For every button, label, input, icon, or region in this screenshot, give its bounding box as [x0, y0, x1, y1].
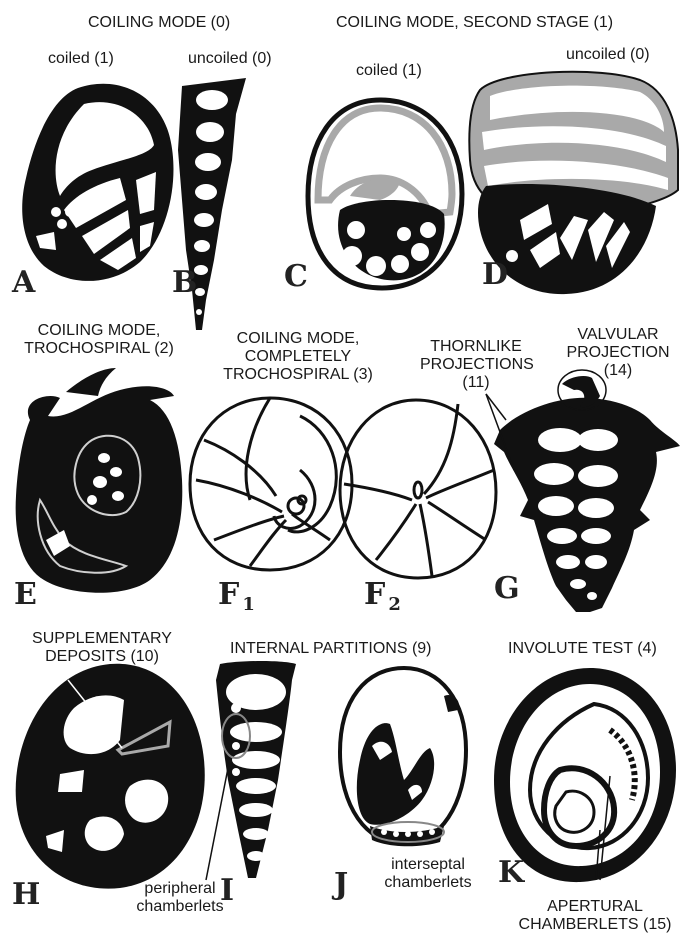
panel-letter-f1-sub: 1: [242, 594, 255, 615]
heading-valvular-line3: (14): [560, 362, 676, 380]
label-coiled-c: coiled (1): [356, 62, 422, 80]
label-uncoiled-b: uncoiled (0): [188, 50, 272, 68]
specimen-e-trochospiral: [16, 368, 183, 593]
heading-involute-test: INVOLUTE TEST (4): [508, 640, 657, 658]
specimen-j-chamberlets: [340, 668, 466, 846]
heading-thornlike-projections: THORNLIKE PROJECTIONS (11): [420, 338, 532, 392]
panel-letter-b: B: [172, 268, 197, 298]
panel-letter-a: A: [12, 268, 35, 298]
heading-complete-line2: COMPLETELY: [218, 348, 378, 366]
callout-interseptal-line2: chamberlets: [370, 874, 486, 892]
heading-coiling-second-stage: COILING MODE, SECOND STAGE (1): [336, 14, 613, 32]
panel-letter-c: C: [284, 262, 308, 292]
specimen-a-coiled: [22, 84, 173, 281]
callout-apertural-chamberlets: APERTURAL CHAMBERLETS (15): [510, 898, 680, 934]
heading-thorn-line2: PROJECTIONS: [420, 356, 532, 374]
heading-completely-trochospiral: COILING MODE, COMPLETELY TROCHOSPIRAL (3…: [218, 330, 378, 384]
heading-internal-partitions: INTERNAL PARTITIONS (9): [230, 640, 432, 658]
heading-coiling-trochospiral: COILING MODE, TROCHOSPIRAL (2): [14, 322, 184, 358]
heading-supp-line2: DEPOSITS (10): [12, 648, 192, 666]
panel-letter-f2-main: F: [364, 577, 385, 612]
specimen-k-involute: [494, 668, 676, 882]
heading-complete-line3: TROCHOSPIRAL (3): [218, 366, 378, 384]
heading-valvular-line2: PROJECTION: [560, 344, 676, 362]
callout-apertural-line1: APERTURAL: [510, 898, 680, 916]
callout-apertural-line2: CHAMBERLETS (15): [510, 916, 680, 934]
panel-letter-f1-main: F: [218, 577, 239, 612]
callout-interseptal-chamberlets: interseptal chamberlets: [370, 856, 486, 892]
heading-trochospiral-line1: COILING MODE,: [14, 322, 184, 340]
heading-thorn-line1: THORNLIKE: [420, 338, 532, 356]
panel-letter-k: K: [498, 858, 524, 888]
heading-valvular-line1: VALVULAR: [560, 326, 676, 344]
panel-letter-e: E: [14, 580, 37, 610]
specimen-f1-drawing: [190, 398, 352, 570]
label-coiled-a: coiled (1): [48, 50, 114, 68]
heading-trochospiral-line2: TROCHOSPIRAL (2): [14, 340, 184, 358]
heading-supplementary-deposits: SUPPLEMENTARY DEPOSITS (10): [12, 630, 192, 666]
label-uncoiled-d: uncoiled (0): [566, 46, 650, 64]
panel-letter-j: J: [334, 870, 348, 900]
panel-letter-g: G: [494, 574, 520, 604]
panel-letter-d: D: [482, 260, 508, 290]
callout-interseptal-line1: interseptal: [370, 856, 486, 874]
specimen-i-partitions: [206, 661, 296, 880]
heading-thorn-line3: (11): [420, 374, 532, 392]
panel-letter-i: I: [220, 876, 234, 906]
heading-supp-line1: SUPPLEMENTARY: [12, 630, 192, 648]
heading-complete-line1: COILING MODE,: [218, 330, 378, 348]
panel-letter-f1: F1: [218, 580, 255, 620]
panel-letter-f2: F2: [364, 580, 401, 620]
panel-letter-f2-sub: 2: [388, 594, 401, 615]
heading-valvular-projection: VALVULAR PROJECTION (14): [560, 326, 676, 380]
specimen-h-deposits: [16, 664, 205, 889]
heading-coiling-mode: COILING MODE (0): [88, 14, 230, 32]
specimen-c-coiled: [308, 100, 462, 288]
panel-letter-h: H: [12, 880, 40, 910]
specimen-f2-drawing: [340, 400, 496, 578]
